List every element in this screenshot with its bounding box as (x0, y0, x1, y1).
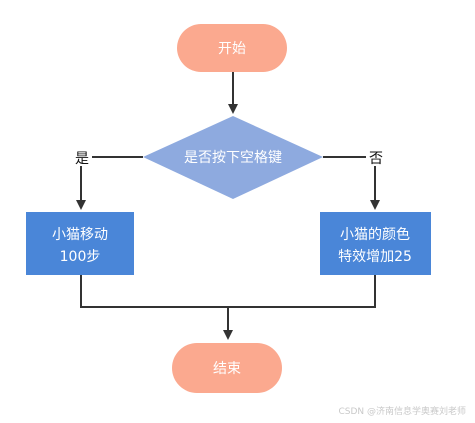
connector-left-merge (80, 275, 228, 308)
start-shape (177, 24, 287, 72)
start-node: 开始 (177, 24, 287, 72)
right-action-node: 小猫的颜色 特效增加25 (320, 212, 431, 275)
yes-label-bg (72, 148, 92, 166)
no-label-bg (366, 148, 386, 166)
left-action-shape (26, 212, 134, 275)
left-action-node: 小猫移动 100步 (26, 212, 134, 275)
decision-shape (143, 116, 323, 199)
yes-label: 是 (75, 151, 89, 167)
end-shape (172, 343, 282, 393)
end-label: 结束 (213, 361, 241, 377)
left-action-line-1: 小猫移动 (52, 227, 108, 243)
right-action-line-1: 小猫的颜色 (340, 226, 410, 243)
right-action-line-2: 特效增加25 (338, 249, 412, 265)
connector-right-merge (228, 275, 376, 308)
decision-label: 是否按下空格键 (184, 150, 282, 166)
no-label: 否 (369, 151, 383, 167)
right-action-shape (320, 212, 431, 275)
start-label: 开始 (218, 41, 246, 57)
end-node: 结束 (172, 343, 282, 393)
left-action-line-2: 100步 (60, 249, 101, 265)
decision-node: 是否按下空格键 (143, 116, 323, 199)
watermark-text: CSDN @济南信息学奥赛刘老师 (338, 405, 466, 417)
